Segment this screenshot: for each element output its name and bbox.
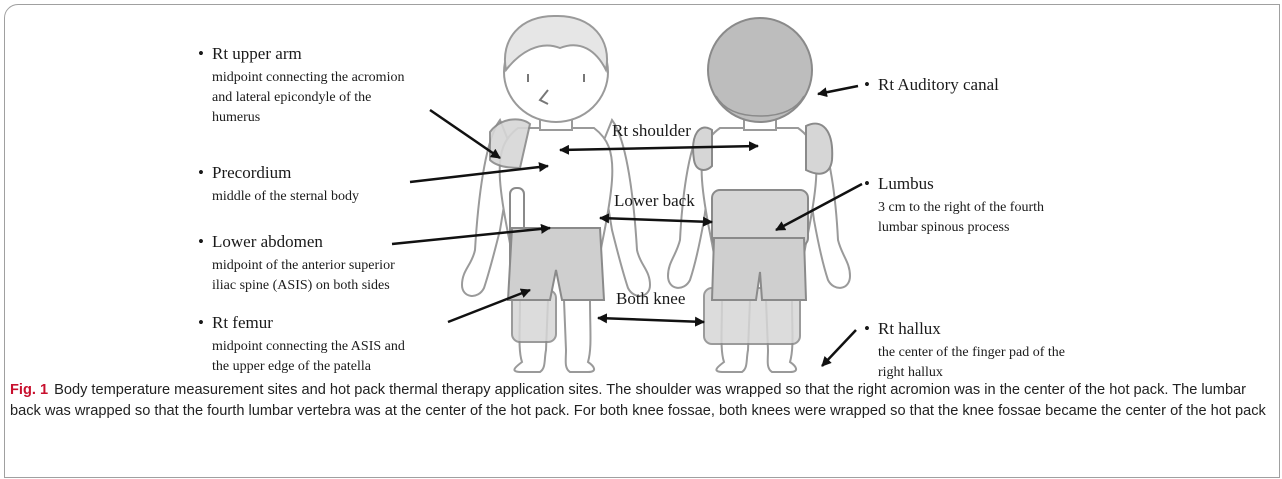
svg-text:lumbar spinous process: lumbar spinous process	[878, 220, 1009, 235]
bullet: •	[198, 313, 204, 332]
bullet: •	[198, 232, 204, 251]
svg-text:humerus: humerus	[212, 110, 260, 125]
svg-text:midpoint connecting the acromi: midpoint connecting the acromion	[212, 70, 404, 85]
svg-text:midpoint connecting the ASIS a: midpoint connecting the ASIS and	[212, 339, 405, 354]
label-title: Rt femur	[212, 313, 273, 332]
label-title: Rt upper arm	[212, 44, 302, 63]
label-title: Rt hallux	[878, 319, 941, 338]
bullet: •	[198, 44, 204, 63]
figure-diagram: • Rt upper arm midpoint connecting the a…	[0, 0, 1282, 380]
svg-text:the center of the finger pad o: the center of the finger pad of the	[878, 345, 1065, 360]
back-head	[708, 18, 812, 122]
bullet: •	[864, 319, 870, 338]
svg-text:right hallux: right hallux	[878, 365, 943, 380]
bullet: •	[864, 174, 870, 193]
svg-text:and lateral epicondyle of the: and lateral epicondyle of the	[212, 90, 371, 105]
svg-text:the upper edge of the patella: the upper edge of the patella	[212, 359, 372, 374]
front-shorts	[508, 228, 604, 300]
caption-figure-number: Fig. 1	[10, 382, 48, 398]
label-lumbus: • Lumbus 3 cm to the right of the fourth…	[864, 174, 1044, 235]
arrow-rt-hallux	[822, 330, 856, 366]
label-both-knee: Both knee	[616, 289, 685, 308]
caption-text: Body temperature measurement sites and h…	[10, 382, 1266, 419]
bullet: •	[864, 75, 870, 94]
label-rt-shoulder: Rt shoulder	[612, 121, 691, 140]
label-lower-abdomen: • Lower abdomen midpoint of the anterior…	[198, 232, 395, 293]
label-lower-back: Lower back	[614, 191, 695, 210]
label-title: Rt Auditory canal	[878, 75, 999, 94]
svg-text:middle of the sternal body: middle of the sternal body	[212, 189, 359, 204]
arrow-knee-double	[598, 318, 704, 322]
label-rt-femur: • Rt femur midpoint connecting the ASIS …	[198, 313, 405, 374]
label-title: Lumbus	[878, 174, 934, 193]
front-head	[504, 16, 608, 122]
label-title: Precordium	[212, 163, 291, 182]
arrow-rt-auditory-canal	[818, 86, 858, 94]
label-rt-auditory-canal: • Rt Auditory canal	[864, 75, 999, 94]
svg-text:3 cm to the right of the fourt: 3 cm to the right of the fourth	[878, 200, 1044, 215]
svg-text:midpoint of the anterior super: midpoint of the anterior superior	[212, 258, 395, 273]
label-precordium: • Precordium middle of the sternal body	[198, 163, 359, 204]
svg-text:iliac spine (ASIS) on both sid: iliac spine (ASIS) on both sides	[212, 278, 390, 293]
label-rt-hallux: • Rt hallux the center of the finger pad…	[864, 319, 1065, 380]
label-rt-upper-arm: • Rt upper arm midpoint connecting the a…	[198, 44, 404, 125]
bullet: •	[198, 163, 204, 182]
label-title: Lower abdomen	[212, 232, 323, 251]
